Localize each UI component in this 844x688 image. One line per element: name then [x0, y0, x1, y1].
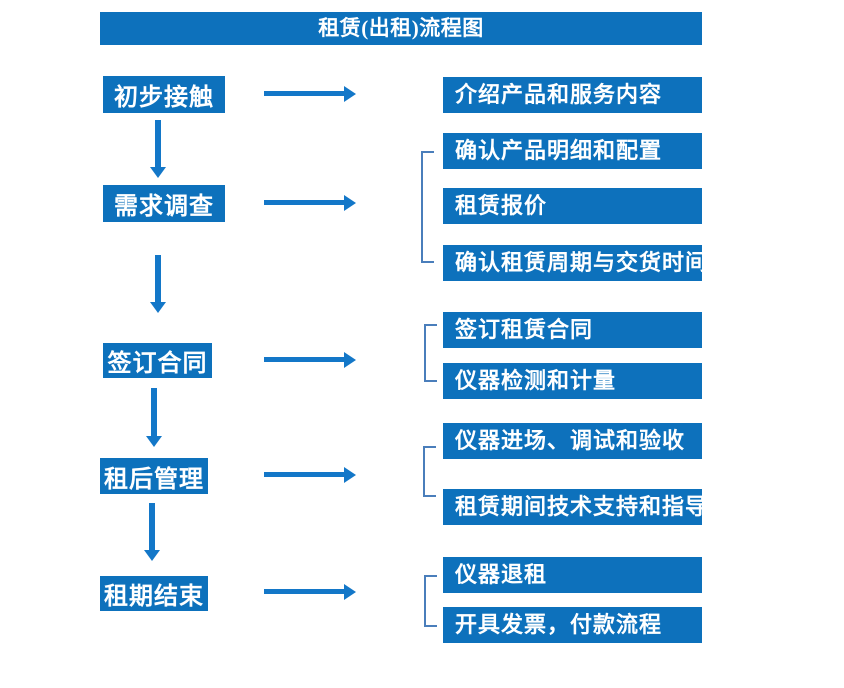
detail-box-instrument-testing-measurement: 仪器检测和计量: [443, 363, 702, 399]
right-arrow-icon-4: [264, 467, 356, 483]
title-bar: 租赁(出租)流程图: [100, 12, 702, 45]
bracket-sign-contract-group: [424, 324, 437, 382]
down-arrow-icon-2: [150, 255, 166, 313]
step-box-sign-contract: 签订合同: [103, 343, 212, 378]
bracket-rental-end-group: [424, 575, 437, 627]
detail-box-confirm-rental-period-delivery: 确认租赁周期与交货时间: [443, 245, 707, 281]
title-text: 租赁(出租)流程图: [318, 16, 484, 40]
detail-box-instrument-return: 仪器退租: [443, 557, 702, 593]
down-arrow-icon-4: [144, 503, 160, 561]
right-arrow-icon-1: [264, 86, 356, 102]
step-box-rental-end: 租期结束: [100, 576, 208, 611]
detail-box-instrument-entry-acceptance: 仪器进场、调试和验收: [443, 423, 702, 459]
down-arrow-icon-3: [146, 388, 162, 447]
step-box-initial-contact: 初步接触: [103, 76, 225, 113]
detail-box-sign-rental-contract: 签订租赁合同: [443, 312, 702, 348]
step-box-post-rental-management: 租后管理: [100, 458, 208, 494]
step-box-demand-survey: 需求调查: [103, 185, 225, 222]
detail-box-introduce-products-services: 介绍产品和服务内容: [443, 77, 702, 113]
detail-box-confirm-product-details: 确认产品明细和配置: [443, 133, 702, 169]
detail-box-rental-quote: 租赁报价: [443, 188, 702, 224]
bracket-demand-survey-group: [421, 151, 434, 263]
down-arrow-icon-1: [150, 120, 166, 178]
bracket-post-rental-group: [423, 446, 436, 497]
detail-box-invoice-payment: 开具发票，付款流程: [443, 607, 702, 643]
detail-box-rental-tech-support: 租赁期间技术支持和指导: [443, 489, 707, 525]
right-arrow-icon-5: [264, 584, 356, 600]
right-arrow-icon-2: [264, 195, 356, 211]
right-arrow-icon-3: [264, 352, 356, 368]
